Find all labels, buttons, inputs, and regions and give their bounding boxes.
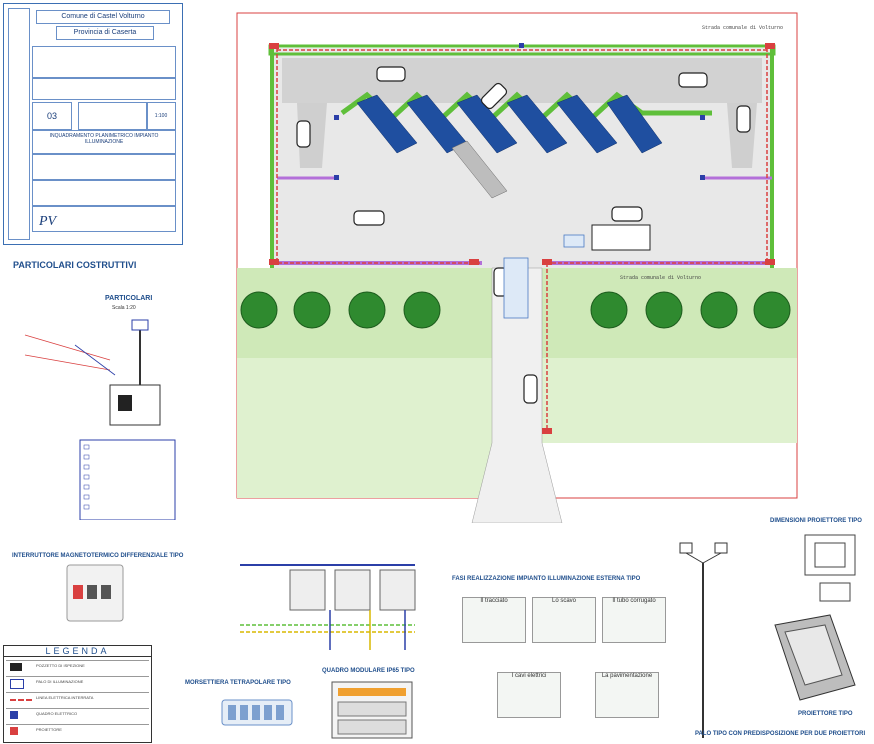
section-projector-dims: DIMENSIONI PROIETTORE TIPO [770, 518, 862, 524]
projector-dimensions-drawing [804, 534, 856, 602]
client-info [32, 78, 176, 100]
sheet-title [78, 102, 148, 130]
phase-card: Il tubo corrugato [602, 597, 666, 643]
signature-logo: PV [38, 214, 58, 229]
modular-panel-image [331, 681, 413, 739]
detail-drawing [24, 319, 176, 520]
projectors [269, 43, 775, 434]
wiring-diagram [240, 564, 416, 650]
cable-right [547, 48, 768, 264]
trees [240, 291, 791, 329]
legend-item: POZZETTO DI ISPEZIONE [6, 660, 149, 674]
section-projector: PROIETTORE TIPO [798, 711, 853, 717]
title-block: Comune di Castel Volturno Provincia di C… [3, 3, 183, 245]
lawn-right-bottom [542, 358, 797, 443]
electrical-cabin [591, 224, 651, 251]
junction-boxes [334, 43, 705, 180]
site-plan: Strada comunale di Volturno Strada comun… [236, 12, 798, 523]
breaker-image [66, 564, 124, 622]
legend-item: QUADRO ELETTRICO [6, 708, 149, 722]
signature-box: PV [32, 206, 176, 232]
projector-image [774, 614, 856, 701]
designer-box [32, 154, 176, 180]
phase-card: Lo scavo [532, 597, 596, 643]
meter-box [563, 234, 585, 248]
scale-value: 1:100 [146, 102, 176, 130]
section-modular-panel: QUADRO MODULARE IP65 TIPO [322, 668, 415, 674]
terminal-block-image [221, 699, 293, 726]
road-kiosk [503, 257, 529, 319]
pole-drawing [679, 542, 728, 738]
drawing-title: INQUADRAMENTO PLANIMETRICO IMPIANTO ILLU… [32, 130, 176, 154]
road-label-bottom: Strada comunale di Volturno [620, 275, 701, 281]
pole-icon [10, 679, 24, 689]
section-breaker: INTERRUTTORE MAGNETOTERMICO DIFFERENZIAL… [12, 553, 184, 559]
legend-item: PROIETTORE [6, 724, 149, 738]
junction-box-icon [10, 663, 22, 671]
svg-text:PV: PV [38, 214, 58, 229]
phase-card: I cavi elettrici [497, 672, 561, 718]
title-strip [8, 8, 30, 240]
section-phases: FASI REALIZZAZIONE IMPIANTO ILLUMINAZION… [452, 576, 641, 582]
municipality-label: Comune di Castel Volturno [36, 10, 170, 24]
parking-bay-left [297, 103, 327, 168]
sheet-number: 03 [32, 102, 72, 130]
projector-icon [10, 727, 18, 735]
legend-title: LEGENDA [4, 646, 151, 657]
access-road [471, 267, 563, 523]
phase-card: Il tracciato [462, 597, 526, 643]
details-title: PARTICOLARI [105, 295, 153, 302]
solar-panels [356, 94, 663, 154]
panel-icon [10, 711, 18, 719]
section-construction-details: PARTICOLARI COSTRUTTIVI [13, 260, 137, 270]
section-pole: PALO TIPO CON PREDISPOSIZIONE PER DUE PR… [695, 731, 866, 737]
approval-box [32, 180, 176, 206]
legend: LEGENDA POZZETTO DI ISPEZIONE PALO DI IL… [3, 645, 152, 743]
lawn-left-bottom [237, 358, 492, 498]
cable-line [10, 699, 32, 701]
details-scale: Scala 1:20 [112, 305, 136, 311]
cable-left [276, 48, 482, 264]
truck [451, 140, 508, 199]
legend-item: LINEA ELETTRICA INTERRATA [6, 692, 149, 706]
province-label: Provincia di Caserta [56, 26, 154, 40]
project-description [32, 46, 176, 78]
legend-item: PALO DI ILLUMINAZIONE [6, 676, 149, 690]
phase-card: La pavimentazione [595, 672, 659, 718]
canopy-frame [340, 91, 712, 122]
road-label-top: Strada comunale di Volturno [702, 25, 783, 31]
section-terminal-block: MORSETTIERA TETRAPOLARE TIPO [185, 680, 291, 686]
